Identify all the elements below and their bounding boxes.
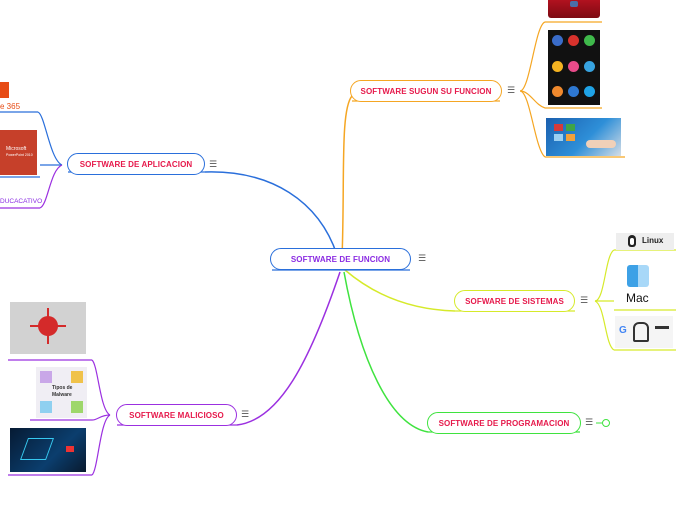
- image-tile-linux[interactable]: Linux: [616, 233, 674, 250]
- image-tile-google-android[interactable]: G: [615, 316, 673, 348]
- educativo-text[interactable]: DUCACATIVO: [0, 198, 42, 205]
- branch-sistemas-label: SOFWARE DE SISTEMAS: [465, 297, 564, 306]
- programacion-collapse-dot[interactable]: [603, 420, 610, 427]
- branch-software-programacion[interactable]: SOFTWARE DE PROGRAMACION: [427, 412, 581, 434]
- funcion-menu-icon[interactable]: ☰: [507, 87, 515, 96]
- link-central-funcion: [342, 96, 352, 258]
- image-tile-powerpoint-2010[interactable]: Microsoft PowerPoint 2010: [0, 130, 37, 175]
- branch-malicioso-label: SOFTWARE MALICIOSO: [129, 411, 224, 420]
- image-tile-mac[interactable]: Mac: [624, 265, 654, 307]
- google-g-text: G: [619, 325, 627, 336]
- central-topic-label: SOFTWARE DE FUNCION: [291, 255, 390, 264]
- image-tile-app-icons[interactable]: [548, 30, 600, 105]
- branch-sofware-sistemas[interactable]: SOFWARE DE SISTEMAS: [454, 290, 575, 312]
- image-tile-malware-types[interactable]: Tipos de Malware: [36, 367, 87, 418]
- programacion-menu-icon[interactable]: ☰: [585, 419, 593, 428]
- branch-programacion-label: SOFTWARE DE PROGRAMACION: [439, 419, 570, 428]
- branch-funcion-label: SOFTWARE SUGUN SU FUNCION: [361, 87, 492, 96]
- powerpoint-version: PowerPoint 2010: [6, 153, 33, 157]
- image-tile-red-device[interactable]: [548, 0, 600, 18]
- image-tile-cyber-hardware[interactable]: [10, 428, 86, 472]
- malware-title-line2: Malware: [52, 392, 72, 398]
- office365-text: e 365: [0, 102, 20, 111]
- link-central-aplicacion: [205, 172, 338, 258]
- linux-text: Linux: [642, 236, 663, 245]
- image-tile-office365[interactable]: e 365: [0, 80, 30, 112]
- image-tile-virus[interactable]: [10, 302, 86, 354]
- link-central-sistemas: [345, 270, 455, 311]
- branch-aplicacion-label: SOFTWARE DE APLICACION: [80, 160, 193, 169]
- powerpoint-brand: Microsoft: [6, 146, 26, 152]
- central-topic[interactable]: SOFTWARE DE FUNCION: [270, 248, 411, 270]
- malicioso-menu-icon[interactable]: ☰: [241, 411, 249, 420]
- image-tile-touch-screen[interactable]: [546, 118, 621, 156]
- central-menu-icon[interactable]: ☰: [418, 255, 426, 264]
- mac-text: Mac: [626, 291, 649, 305]
- branch-software-segun-funcion[interactable]: SOFTWARE SUGUN SU FUNCION: [350, 80, 502, 102]
- aplicacion-menu-icon[interactable]: ☰: [209, 161, 217, 170]
- branch-software-aplicacion[interactable]: SOFTWARE DE APLICACION: [67, 153, 205, 175]
- branch-software-malicioso[interactable]: SOFTWARE MALICIOSO: [116, 404, 237, 426]
- sistemas-menu-icon[interactable]: ☰: [580, 297, 588, 306]
- link-central-malicioso: [237, 272, 340, 425]
- malware-title-line1: Tipos de: [52, 385, 72, 391]
